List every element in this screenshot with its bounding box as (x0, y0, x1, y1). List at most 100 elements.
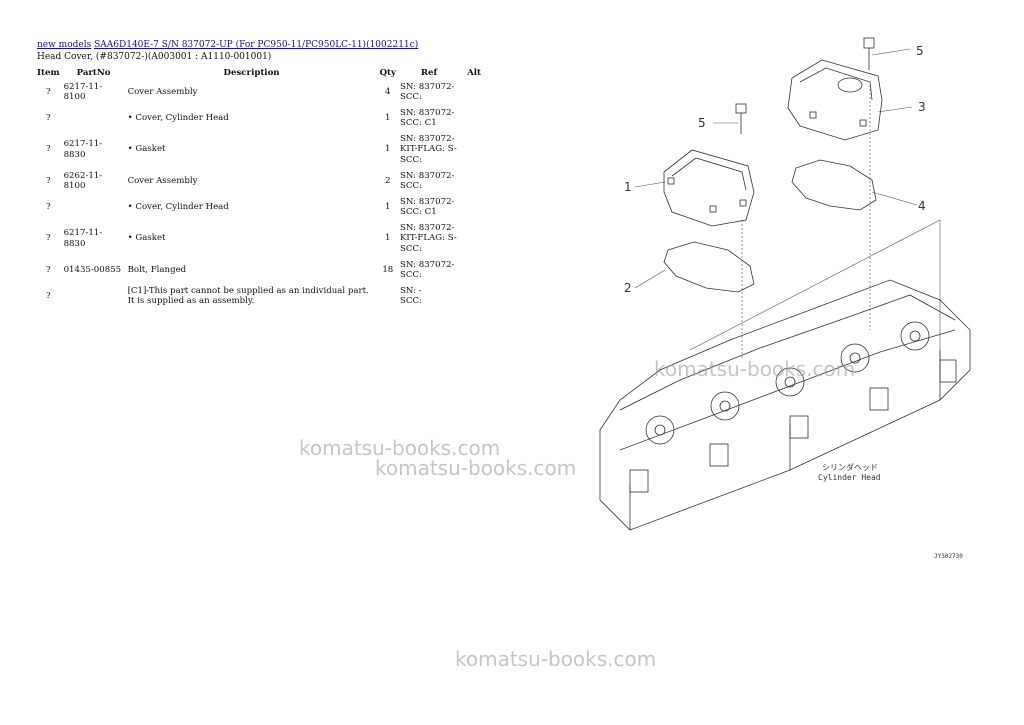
cell-partno: 01435-00855 (63, 264, 122, 275)
cell-ref-line: SCC: (400, 243, 422, 254)
gasket-right (791, 159, 877, 211)
cell-item: ? (45, 112, 51, 123)
header-description: Description (223, 67, 280, 78)
cell-ref-line: SN: 837072- (400, 81, 455, 92)
cell-alt (460, 79, 488, 105)
table-row: ? • Cover, Cylinder Head 1 SN: 837072-SCC: … (35, 105, 488, 131)
cell-item: ? (45, 233, 51, 244)
breadcrumb: new models SAA6D140E-7 S/N 837072-UP (Fo… (37, 40, 418, 50)
cell-description: Cover Assembly (127, 86, 198, 97)
cell-item: ? (45, 86, 51, 97)
cell-partno (62, 283, 126, 309)
cell-description: Cover Assembly (127, 175, 198, 186)
bolt-top (863, 37, 875, 70)
cell-ref-line: SN: 837072- (400, 133, 455, 144)
cell-ref-line: SN: 837072- (400, 222, 455, 233)
cell-ref: SN: 837072-SCC: (398, 79, 460, 105)
gasket-left (663, 241, 755, 293)
cell-partno (62, 105, 126, 131)
cell-alt (460, 131, 488, 168)
cell-ref: SN: -SCC: (398, 283, 460, 309)
cell-qty: 2 (385, 175, 391, 186)
cell-item: ? (45, 290, 51, 301)
watermark: komatsu-books.com (375, 456, 577, 480)
cell-ref-line: SCC: C1 (400, 207, 437, 217)
breadcrumb-link-model[interactable]: SAA6D140E-7 S/N 837072-UP (For PC950-11/… (94, 40, 419, 50)
cell-qty: 1 (385, 144, 391, 155)
label-cylinder-head-en: Cylinder Head (818, 473, 881, 482)
cell-ref-line: SCC: C1 (400, 118, 437, 128)
header-alt: Alt (467, 67, 481, 78)
cell-partno (62, 194, 126, 220)
cell-ref: SN: 837072-SCC: C1 (398, 105, 460, 131)
cell-ref-line: KIT-FLAG: S- (400, 144, 457, 155)
cover-assembly-left (663, 149, 755, 227)
cell-item: ? (45, 175, 51, 186)
cell-ref-line: SCC: (400, 181, 422, 191)
callout-5-left: 5 (698, 116, 706, 130)
parts-table: Item PartNo Description Qty Ref Alt ?621… (35, 66, 488, 309)
cell-ref-line: SCC: (400, 92, 422, 102)
cell-partno: 6262-11-8100 (63, 170, 103, 192)
callout-1: 1 (624, 180, 632, 194)
cell-ref-line: SCC: (400, 154, 422, 165)
cell-description: Bolt, Flanged (127, 264, 187, 275)
header-ref: Ref (420, 67, 438, 78)
cell-partno: 6217-11-8830 (63, 228, 103, 249)
cell-qty: 1 (385, 112, 391, 123)
table-row: ? • Cover, Cylinder Head 1 SN: 837072-SCC: … (35, 194, 488, 220)
cell-ref-line: SCC: (400, 270, 422, 280)
cell-qty: 1 (385, 201, 391, 212)
cell-qty: 1 (385, 233, 391, 244)
cell-ref: SN: 837072-KIT-FLAG: S-SCC: (398, 220, 460, 257)
header-item: Item (37, 67, 60, 78)
cell-qty (378, 283, 398, 309)
cylinder-head-block (599, 279, 971, 531)
table-header-row: Item PartNo Description Qty Ref Alt (35, 66, 488, 79)
page-title: Head Cover, (#837072-)(A003001 : A1110-0… (37, 52, 272, 62)
cell-ref: SN: 837072-SCC: (398, 257, 460, 283)
cell-ref-line: SN: 837072- (400, 196, 455, 207)
cell-item: ? (45, 144, 51, 155)
watermark: komatsu-books.com (654, 357, 856, 381)
cell-qty: 18 (382, 264, 394, 275)
cell-alt (460, 168, 488, 194)
cell-partno: 6217-11-8830 (63, 139, 103, 160)
watermark: komatsu-books.com (455, 647, 657, 671)
figure-code: JY302730 (934, 553, 963, 560)
table-row: ? 6217-11-8830 • Gasket 1 SN: 837072-KIT-FLA… (35, 131, 488, 168)
cell-item: ? (45, 264, 51, 275)
cell-description: • Gasket (127, 144, 166, 155)
header-qty: Qty (379, 67, 397, 78)
label-cylinder-head-jp: シリンダヘッド (822, 462, 878, 472)
cell-alt (460, 283, 488, 309)
cell-description: • Cover, Cylinder Head (127, 112, 229, 123)
cell-ref-line: SN: 837072- (400, 107, 455, 118)
cell-description: • Cover, Cylinder Head (127, 201, 229, 212)
callout-4: 4 (918, 199, 926, 213)
table-row: ? [C1]-This part cannot be supplied as an… (35, 283, 488, 309)
cell-alt (460, 105, 488, 131)
watermark: komatsu-books.com (299, 436, 501, 460)
cell-alt (460, 257, 488, 283)
cell-ref-line: SCC: (400, 296, 422, 306)
table-row: ? 01435-00855 Bolt, Flanged 18 SN: 837072-SC… (35, 257, 488, 283)
leader-lines (634, 48, 941, 380)
cell-ref: SN: 837072-KIT-FLAG: S-SCC: (398, 131, 460, 168)
cover-assembly-right (787, 59, 883, 141)
table-row: ? 6262-11-8100 Cover Assembly 2 SN: 837072-S… (35, 168, 488, 194)
breadcrumb-link-new-models[interactable]: new models (37, 40, 92, 50)
exploded-diagram: 1 2 3 4 5 5 シリンダヘッド Cylinder Head JY3027… (599, 37, 971, 560)
bolt-left (735, 103, 747, 134)
header-partno: PartNo (76, 67, 111, 78)
cell-ref-line: KIT-FLAG: S- (400, 233, 457, 244)
callout-3: 3 (918, 100, 926, 114)
cell-description: [C1]-This part cannot be supplied as an … (127, 285, 369, 307)
cell-item: ? (45, 201, 51, 212)
callout-2: 2 (624, 281, 632, 295)
cell-ref-line: SN: 837072- (400, 170, 455, 181)
cell-ref: SN: 837072-SCC: C1 (398, 194, 460, 220)
cell-ref-line: SN: 837072- (400, 259, 455, 270)
